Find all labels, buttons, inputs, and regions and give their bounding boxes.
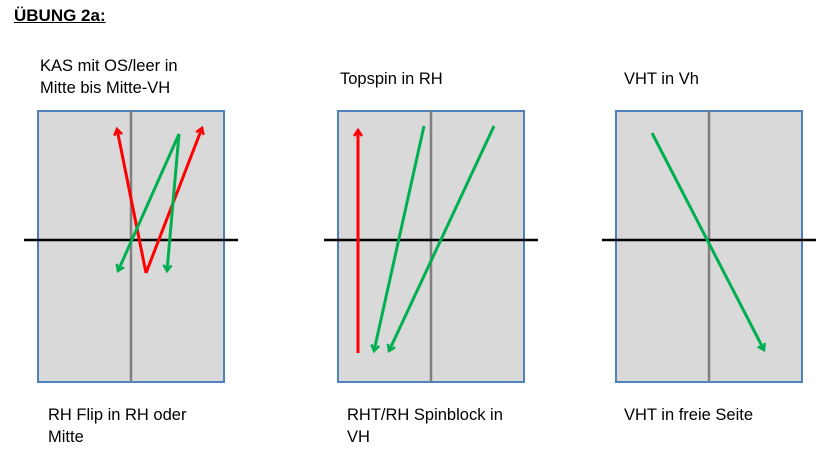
green-arrow xyxy=(374,125,426,351)
panel-3-bottom-label: VHT in freie Seite xyxy=(624,404,820,426)
panel-1-top-label: KAS mit OS/leer in Mitte bis Mitte-VH xyxy=(40,55,240,99)
panel-1-bottom-line-1: RH Flip in RH oder xyxy=(48,406,187,424)
panel-1-bottom-line-2: Mitte xyxy=(48,428,84,446)
panel-1-top-line-2: Mitte bis Mitte-VH xyxy=(40,79,171,97)
table-panel-2 xyxy=(324,110,538,383)
green-arrow xyxy=(167,133,181,271)
panel-3-bottom-line-1: VHT in freie Seite xyxy=(624,406,754,424)
panel-2-bottom-line-2: VH xyxy=(347,428,370,446)
panel-2-bottom-line-1: RHT/RH Spinblock in xyxy=(347,406,503,424)
green-arrow xyxy=(650,132,764,350)
panel-2-top-label: Topspin in RH xyxy=(340,68,540,90)
panel-2-top-line-1: Topspin in RH xyxy=(340,70,443,88)
green-arrow xyxy=(118,133,181,271)
panel-1-bottom-label: RH Flip in RH oder Mitte xyxy=(48,404,248,448)
panel-2-bottom-label: RHT/RH Spinblock in VH xyxy=(347,404,547,448)
table-panel-1 xyxy=(24,110,238,383)
exercise-title: ÜBUNG 2a: xyxy=(14,6,106,25)
panel-1-top-line-1: KAS mit OS/leer in xyxy=(40,57,178,75)
green-arrow xyxy=(389,125,496,351)
panel-3-top-line-1: VHT in Vh xyxy=(624,70,699,88)
red-arrow xyxy=(117,129,148,274)
panel-3-top-label: VHT in Vh xyxy=(624,68,820,90)
table-panel-3 xyxy=(602,110,816,383)
